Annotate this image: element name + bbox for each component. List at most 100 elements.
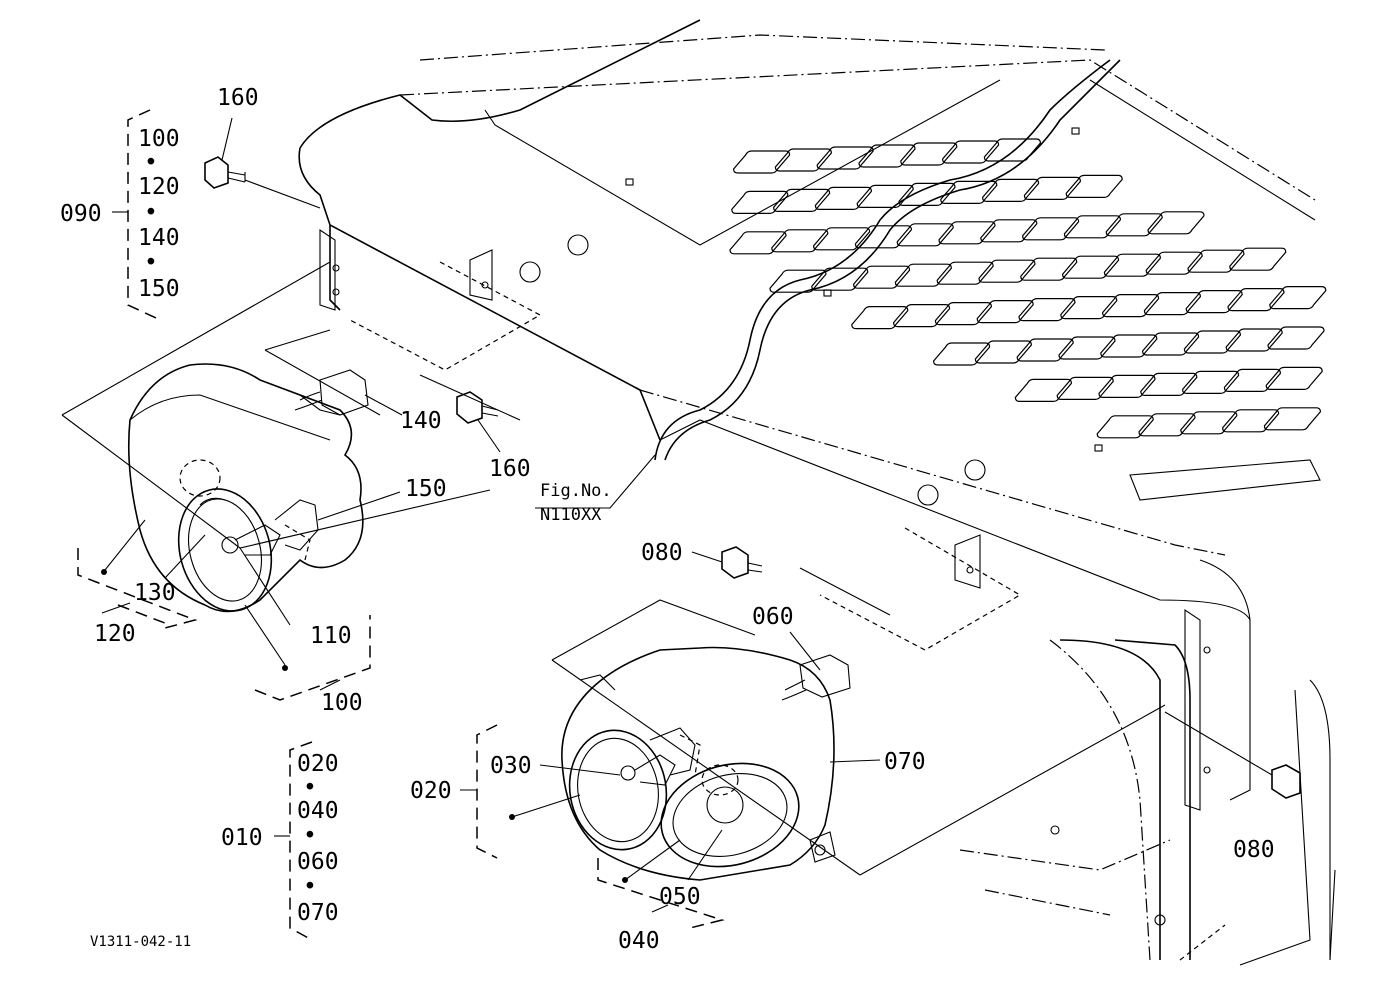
deck-cutout [771,229,829,253]
deck-cutout [940,180,998,204]
deck-cutout [858,144,916,168]
callout-040: 040 [618,928,660,954]
deck-cutout [981,178,1040,202]
callout-140: 140 [400,408,442,434]
deck-cutout [812,227,871,251]
deck-cutout [1229,247,1287,271]
deck-cutout [774,148,833,172]
assembly-left-child: 100 [138,126,180,152]
left-headlamp [127,363,364,613]
assembly-left-sep: • [144,200,158,226]
deck-cutout [854,225,913,249]
assembly-right-child: 020 [297,751,339,777]
deck-cutout [729,231,787,255]
deck-cutout [1143,292,1202,316]
deck-cutout [1265,366,1323,390]
callout-060: 060 [752,604,794,630]
assembly-right-sep: • [303,874,317,900]
deck-cutout [1101,294,1160,318]
callout-130: 130 [134,580,176,606]
deck-cutout [1020,257,1078,281]
deck-cutout [938,221,996,245]
projection-planes-left [61,261,521,549]
deck-cutout [1147,211,1205,235]
deck-cutout [1098,374,1156,398]
deck-cutout [1103,253,1162,277]
assembly-right-sep: • [303,775,317,801]
deck-cutout [1023,176,1082,200]
deck-cutout [1060,296,1118,320]
right-mount-bracket [819,527,1022,651]
deck-cutout [1185,290,1243,314]
deck-cutout [900,142,958,166]
deck-cutout [1018,298,1076,322]
callout-150: 150 [405,476,447,502]
deck-cutout [932,342,991,366]
assembly-left-sep: • [144,250,158,276]
deck-cutout [856,184,914,208]
deck-cutout [1014,378,1073,402]
deck-cutout [1016,338,1074,362]
callout-160-top: 160 [217,85,259,111]
deck-cutout [1269,286,1327,310]
assembly-left-parent: 090 [60,201,102,227]
deck-cutout [974,340,1033,364]
deck-cutout [1187,249,1245,273]
deck-cutout [811,267,869,291]
deck-cutout [816,146,874,170]
deck-cutout [980,219,1038,243]
callout-160-center: 160 [489,456,531,482]
callout-100: 100 [321,690,363,716]
deck-cutout [1056,376,1114,400]
callout-070: 070 [884,749,926,775]
callout-020: 020 [410,778,452,804]
callout-080-upper: 080 [641,540,683,566]
callout-120: 120 [94,621,136,647]
projection-planes-right [551,567,1166,876]
deck-cutout [1267,326,1325,350]
deck-cutout [772,188,831,212]
connector-left [294,369,369,416]
deck-cutout [934,302,993,326]
deck-cutout [1065,174,1123,198]
assembly-left-child: 120 [138,174,180,200]
callout-050: 050 [659,884,701,910]
deck-cutout [1180,411,1238,435]
assembly-right-sep: • [303,823,317,849]
bolt-right-lower [1164,711,1301,799]
deck-cutout [898,182,956,206]
deck-cutout [1138,413,1196,437]
deck-cutout [769,269,827,293]
deck-cutout [1058,336,1116,360]
bolt-right-upper [721,546,763,579]
assembly-left-sep: • [144,150,158,176]
deck-cutout [892,304,951,328]
deck-cutout [1145,251,1203,275]
deck-cutout [1181,370,1240,394]
deck-cutout [1096,415,1154,439]
assembly-right-child: 070 [297,900,339,926]
deck-cutout [1063,215,1122,239]
deck-cutout [731,190,789,214]
deck-cutout [936,261,994,285]
deck-cutout [1140,372,1198,396]
assembly-left-child: 150 [138,276,180,302]
deck-cutout [1225,328,1283,352]
bolt-top-left [204,156,321,209]
deck-cutout [1263,407,1322,431]
deck-cutout [1223,368,1282,392]
deck-cutout [941,140,1000,164]
diagram-id: V1311-042-11 [90,934,191,950]
deck-cutout [1100,334,1158,358]
left-mount-bracket [349,249,542,371]
leader-lines [104,117,881,881]
assembly-left-child: 140 [138,225,180,251]
callout-080-lower: 080 [1233,837,1275,863]
callout-030: 030 [490,753,532,779]
figure-ref-line1: Fig.No. [540,481,612,501]
deck-outline [298,19,1336,966]
right-headlamp [561,646,836,881]
deck-cutout [1183,330,1242,354]
deck-cutout [896,223,954,247]
